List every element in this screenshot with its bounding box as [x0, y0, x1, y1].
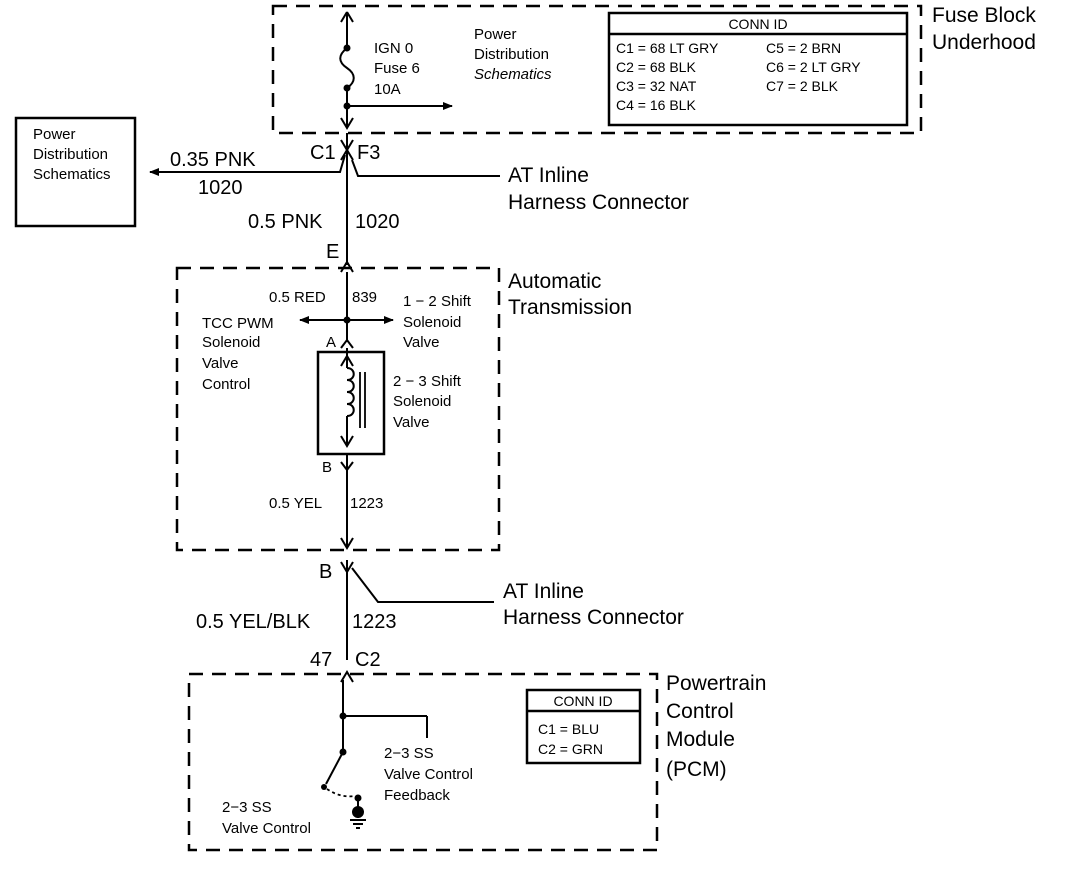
at-inline-2-line2: Harness Connector [503, 606, 684, 629]
pin-f3: F3 [357, 142, 380, 164]
connector-c1-f3 [149, 133, 500, 265]
feedback-label-1: 2−3 SS [384, 745, 434, 762]
shift23-label-1: 2 − 3 Shift [393, 373, 462, 390]
conn-c6: C6 = 2 LT GRY [766, 59, 861, 75]
pd-box-line3: Schematics [33, 166, 111, 183]
fuse-block-label-2: Underhood [932, 31, 1036, 54]
pin-e: E [326, 241, 339, 263]
fuse-label-number: Fuse 6 [374, 60, 420, 77]
pcm-boundary [187, 672, 659, 852]
pcm-conn-id-title: CONN ID [553, 693, 612, 709]
conn-c1: C1 = 68 LT GRY [616, 40, 719, 56]
tcc-label-3: Valve [202, 355, 238, 372]
transmission-boundary [175, 266, 501, 552]
conn-c5: C5 = 2 BRN [766, 40, 841, 56]
shift23-solenoid-symbol [316, 348, 386, 456]
at-inline-1-line2: Harness Connector [508, 191, 689, 214]
pin-c1: C1 [310, 142, 336, 164]
wire-05-yel-blk: 0.5 YEL/BLK [196, 611, 311, 633]
pd-ref-line1: Power [474, 26, 517, 43]
shift23-label-3: Valve [393, 414, 429, 431]
pin-b-transmission: B [322, 459, 332, 476]
pcm-label-4: (PCM) [666, 758, 727, 781]
transmission-label-1: Automatic [508, 270, 601, 293]
circuit-1020-top: 1020 [198, 177, 243, 199]
at-inline-1-line1: AT Inline [508, 164, 589, 187]
shift12-label-2: Solenoid [403, 314, 461, 331]
shift12-label-1: 1 − 2 Shift [403, 293, 472, 310]
pcm-label-2: Control [666, 700, 734, 723]
fuse-label-rating: 10A [374, 81, 401, 98]
valve-control-label-1: 2−3 SS [222, 799, 272, 816]
circuit-839: 839 [352, 289, 377, 306]
valve-control-label-2: Valve Control [222, 820, 311, 837]
fuse-label-ign: IGN 0 [374, 40, 413, 57]
power-distribution-box: Power Distribution Schematics [14, 116, 137, 228]
conn-c3: C3 = 32 NAT [616, 78, 697, 94]
conn-c7: C7 = 2 BLK [766, 78, 839, 94]
feedback-label-3: Feedback [384, 787, 450, 804]
tcc-label-1: TCC PWM [202, 315, 274, 332]
pcm-conn-id-table: CONN ID C1 = BLU C2 = GRN [525, 688, 642, 765]
pd-ref-line3: Schematics [474, 66, 552, 83]
pcm-conn-c2: C2 = GRN [538, 741, 603, 757]
connector-a-symbol [340, 338, 354, 349]
transmission-label-2: Transmission [508, 296, 632, 319]
pd-ref-line2: Distribution [474, 46, 549, 63]
pin-47: 47 [310, 649, 332, 671]
pcm-module: Powertrain Control Module (PCM) CONN ID … [187, 672, 766, 852]
pin-b-inline: B [319, 561, 332, 583]
tcc-label-4: Control [202, 376, 250, 393]
fuse-block-underhood: Fuse Block Underhood IGN 0 Fuse 6 10A Po… [271, 4, 1036, 135]
wire-05-red: 0.5 RED [269, 289, 326, 306]
circuit-1020-mid: 1020 [355, 211, 400, 233]
fuse-block-label-1: Fuse Block [932, 4, 1036, 27]
pcm-label-3: Module [666, 728, 735, 751]
shift12-label-3: Valve [403, 334, 439, 351]
pd-box-line1: Power [33, 126, 76, 143]
pin-a: A [326, 334, 336, 351]
feedback-label-2: Valve Control [384, 766, 473, 783]
wire-05-yel: 0.5 YEL [269, 495, 322, 512]
circuit-1223-trans: 1223 [350, 495, 383, 512]
connector-b-inline [340, 560, 494, 660]
circuit-1223-inline: 1223 [352, 611, 397, 633]
pcm-conn-c1: C1 = BLU [538, 721, 599, 737]
pcm-label-1: Powertrain [666, 672, 766, 695]
fuse-6-symbol [339, 11, 453, 130]
wire-035-pnk: 0.35 PNK [170, 149, 256, 171]
pcm-switch-circuit [321, 680, 428, 829]
conn-c4: C4 = 16 BLK [616, 97, 696, 113]
fuse-block-boundary [271, 4, 923, 135]
wire-05-pnk: 0.5 PNK [248, 211, 323, 233]
connector-c2: C2 [355, 649, 381, 671]
tcc-label-2: Solenoid [202, 334, 260, 351]
at-inline-2-line1: AT Inline [503, 580, 584, 603]
fuse-block-conn-id-table: CONN ID C1 = 68 LT GRY C2 = 68 BLK C3 = … [607, 11, 909, 127]
connector-c2-symbol [340, 670, 354, 683]
automatic-transmission: Automatic Transmission 0.5 RED 839 TCC P… [175, 266, 632, 552]
shift23-label-2: Solenoid [393, 393, 451, 410]
pd-box-line2: Distribution [33, 146, 108, 163]
conn-id-title: CONN ID [728, 16, 787, 32]
conn-c2: C2 = 68 BLK [616, 59, 696, 75]
